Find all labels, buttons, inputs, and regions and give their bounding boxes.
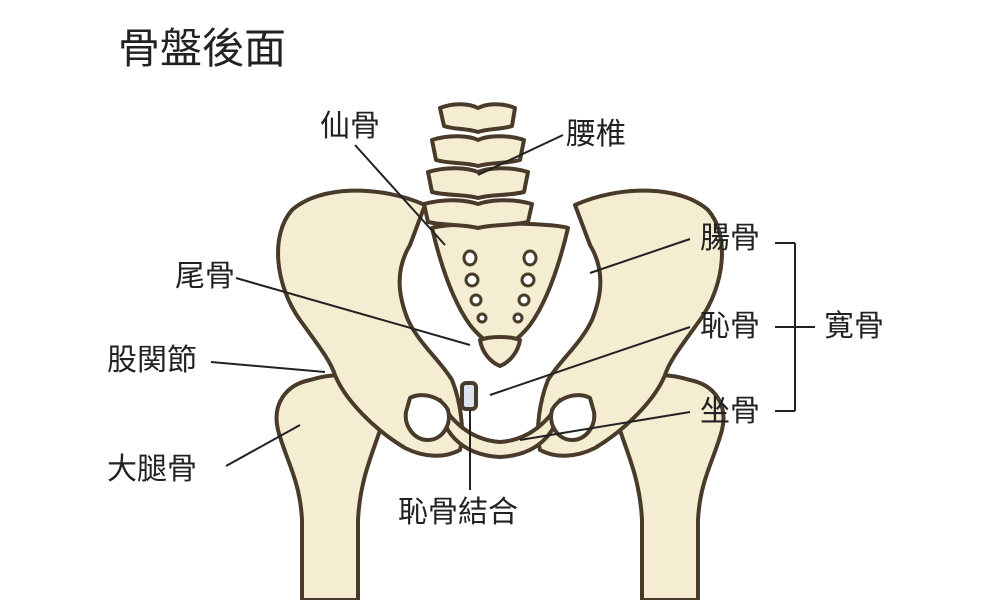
lumbar-vertebra-3 bbox=[426, 166, 530, 200]
lumbar-vertebra-1 bbox=[438, 102, 517, 134]
page-title: 骨盤後面 bbox=[118, 24, 287, 73]
left-hip-bone bbox=[276, 188, 464, 458]
label-coccyx: 尾骨 bbox=[175, 259, 235, 294]
label-lumbar: 腰椎 bbox=[566, 117, 626, 152]
label-pubis: 恥骨 bbox=[700, 309, 760, 344]
coccyx bbox=[478, 335, 522, 368]
pubic-symphysis-cartilage bbox=[460, 381, 478, 411]
label-ischium: 坐骨 bbox=[700, 394, 760, 429]
label-pubic-symphysis: 恥骨結合 bbox=[398, 495, 518, 530]
label-ilium: 腸骨 bbox=[700, 221, 760, 256]
sacral-foramina bbox=[462, 249, 538, 324]
label-sacrum: 仙骨 bbox=[320, 109, 380, 144]
label-hip-bone: 寛骨 bbox=[824, 309, 884, 344]
left-obturator bbox=[403, 393, 451, 442]
leader-lines bbox=[210, 134, 815, 490]
lumbar-vertebra-4 bbox=[422, 198, 534, 230]
label-femur: 大腿骨 bbox=[107, 452, 197, 487]
sacrum bbox=[430, 221, 570, 352]
right-hip-bone bbox=[536, 188, 724, 458]
label-hip-joint: 股関節 bbox=[107, 343, 197, 378]
lumbar-vertebra-2 bbox=[430, 134, 526, 168]
